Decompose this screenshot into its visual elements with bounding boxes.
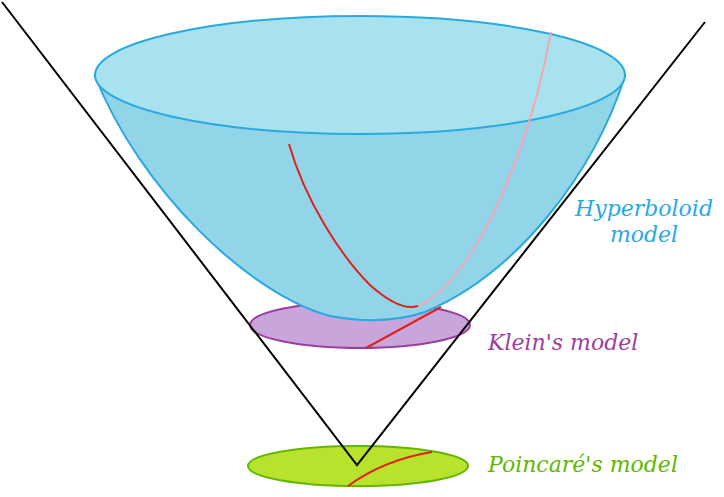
poincare-disk: [248, 446, 468, 486]
hyperboloid-rim: [95, 16, 625, 134]
model-label: Hyperboloid model: [570, 196, 718, 249]
light-cone: [2, 2, 705, 465]
geodesic-front: [289, 144, 418, 307]
model-label: Poincaré's model: [488, 452, 718, 478]
geodesic-curve: [348, 452, 432, 486]
geodesic-back: [418, 32, 551, 306]
model-label: Klein's model: [488, 330, 708, 356]
